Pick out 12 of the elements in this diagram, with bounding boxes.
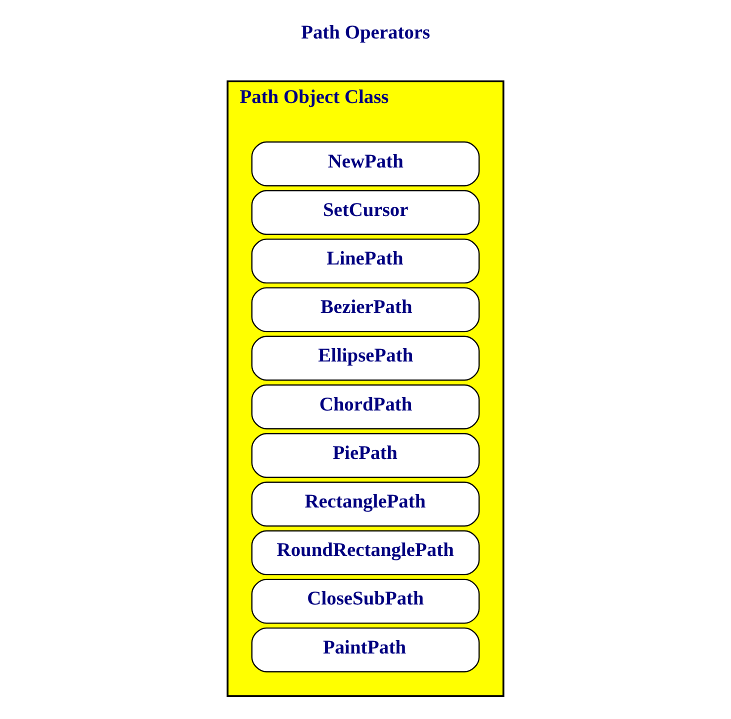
node-box: RoundRectanglePath: [251, 530, 480, 576]
node-box: NewPath: [251, 141, 480, 186]
node-box: CloseSubPath: [251, 578, 480, 624]
label: Path Operators: [301, 22, 430, 44]
node-box: LinePath: [251, 238, 480, 284]
node-box: PiePath: [251, 433, 480, 478]
node-box: PaintPath: [251, 627, 480, 672]
node-box: ChordPath: [251, 384, 480, 430]
node-box: BezierPath: [251, 287, 480, 332]
node-box: SetCursor: [251, 190, 480, 235]
node-box: EllipsePath: [251, 336, 480, 381]
node-box: RectanglePath: [251, 482, 480, 527]
